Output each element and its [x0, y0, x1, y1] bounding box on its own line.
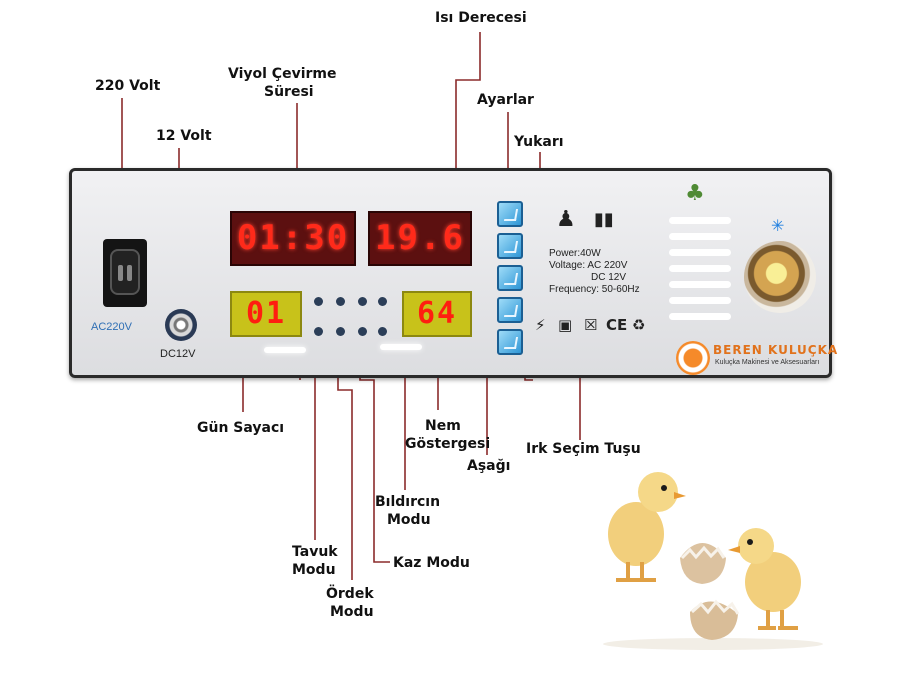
- mode-led-kaz: [358, 327, 367, 336]
- breed-select-button[interactable]: [497, 265, 523, 291]
- socket-inner: [110, 249, 140, 295]
- mode-led-3: [358, 297, 367, 306]
- plug-icon: ♟: [556, 207, 576, 232]
- vent-slot-2: [669, 233, 731, 240]
- mode-button[interactable]: [497, 329, 523, 355]
- incubator-control-panel: AC220V DC12V 01:30 19.6 01 64 ♟ ▮▮ Power…: [69, 168, 837, 378]
- label-viyol-line2: Süresi: [264, 84, 314, 100]
- battery-icon: ▮▮: [594, 209, 614, 230]
- vent-slot-7: [669, 313, 731, 320]
- humidity-display: 64: [402, 291, 472, 337]
- dc-jack: [165, 309, 197, 341]
- eggshell-bottom: [690, 599, 740, 640]
- mode-led-1: [314, 297, 323, 306]
- ce-mark: CE: [606, 316, 628, 334]
- blue-led-icon: ✳: [771, 216, 785, 235]
- socket-pin-left: [118, 265, 123, 281]
- label-yukari: Yukarı: [514, 134, 564, 150]
- label-asagi: Aşağı: [467, 458, 511, 474]
- spec-voltage: Voltage: AC 220V: [549, 260, 628, 271]
- light-strip-left: [264, 347, 306, 353]
- label-isi-derecesi: Isı Derecesi: [435, 10, 527, 26]
- label-bildircin-line1: Bıldırcın: [375, 494, 441, 510]
- dc-label: DC12V: [160, 348, 196, 360]
- up-button[interactable]: [497, 233, 523, 259]
- brand-subtitle: Kuluçka Makinesi ve Aksesuarları: [715, 359, 820, 366]
- light-strip-right: [380, 344, 422, 350]
- vent-slot-6: [669, 297, 731, 304]
- label-ordek-line2: Modu: [330, 604, 374, 620]
- down-button[interactable]: [497, 297, 523, 323]
- brand-logo-icon: [676, 341, 710, 375]
- vent-slot-5: [669, 281, 731, 288]
- mode-led-4: [378, 297, 387, 306]
- spec-frequency: Frequency: 50-60Hz: [549, 284, 640, 295]
- label-bildircin-line2: Modu: [387, 512, 431, 528]
- label-nem-line1: Nem: [425, 418, 461, 434]
- double-insulation-icon: ▣: [558, 316, 573, 334]
- label-tavuk-line1: Tavuk: [292, 544, 338, 560]
- vent-slot-1: [669, 217, 731, 224]
- label-irk-secim: Irk Seçim Tuşu: [526, 441, 641, 457]
- label-viyol-line1: Viyol Çevirme: [228, 66, 337, 82]
- label-ordek-line1: Ördek: [326, 586, 374, 602]
- mode-led-ordek: [336, 327, 345, 336]
- mode-led-tavuk: [314, 327, 323, 336]
- ac-label: AC220V: [91, 321, 132, 333]
- tree-icon: ♣: [685, 181, 705, 206]
- day-counter-display: 01: [230, 291, 302, 337]
- temperature-display: 19.6: [368, 211, 472, 266]
- turning-time-display: 01:30: [230, 211, 356, 266]
- label-gun-sayaci: Gün Sayacı: [197, 420, 285, 436]
- eggshell-center: [680, 543, 726, 584]
- chicks-illustration: [603, 472, 823, 650]
- lightning-icon: ⚡: [535, 316, 546, 334]
- settings-button[interactable]: [497, 201, 523, 227]
- mode-led-bildircin: [378, 327, 387, 336]
- vent-slot-4: [669, 265, 731, 272]
- label-220-volt: 220 Volt: [95, 78, 161, 94]
- chick-left: [608, 472, 686, 582]
- chick-right: [728, 528, 801, 630]
- socket-pin-right: [127, 265, 132, 281]
- mode-led-2: [336, 297, 345, 306]
- recycle-icon: ♻: [632, 316, 646, 334]
- label-12-volt: 12 Volt: [156, 128, 212, 144]
- spec-dc: DC 12V: [591, 272, 627, 283]
- weee-bin-icon: ☒: [584, 316, 598, 334]
- label-ayarlar: Ayarlar: [477, 92, 534, 108]
- label-nem-line2: Göstergesi: [405, 436, 491, 452]
- vent-slot-3: [669, 249, 731, 256]
- egg-viewing-window: [744, 241, 816, 313]
- label-tavuk-line2: Modu: [292, 562, 336, 578]
- label-kaz-modu: Kaz Modu: [393, 555, 470, 571]
- ac-power-socket: [103, 239, 147, 307]
- brand-name: BEREN KULUÇKA: [713, 343, 839, 357]
- spec-power: Power:40W: [549, 248, 601, 259]
